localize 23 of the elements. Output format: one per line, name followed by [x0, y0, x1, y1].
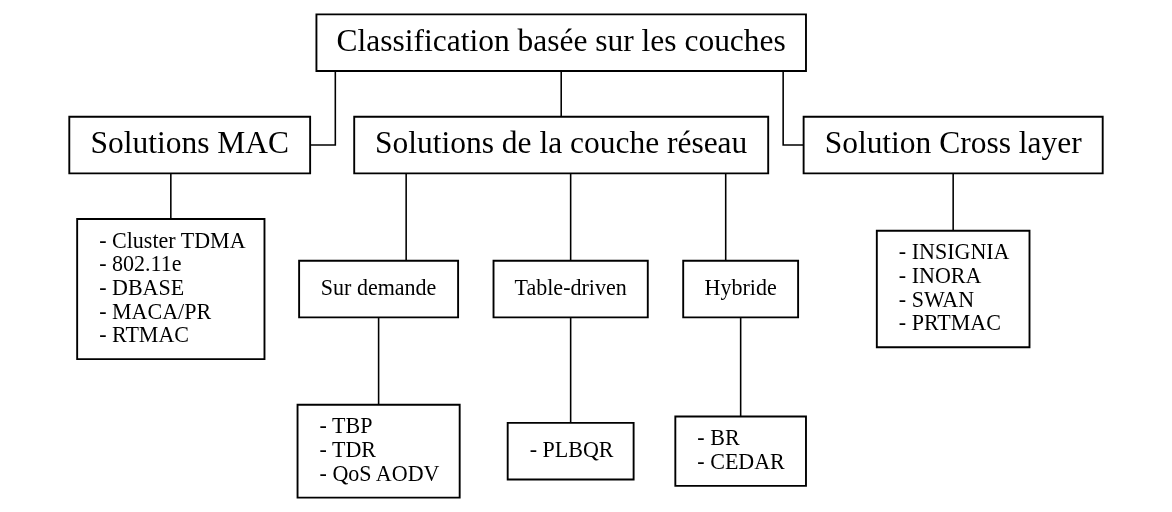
node-box: Solutions MAC: [68, 115, 312, 175]
node-box: Sur demande: [298, 259, 460, 319]
connector: [309, 70, 337, 146]
node-box: Table-driven: [492, 259, 649, 319]
connector: [569, 172, 572, 262]
connector: [170, 172, 172, 220]
node-box: - INSIGNIA - INORA - SWAN - PRTMAC: [875, 229, 1031, 349]
node-box: - TBP - TDR - QoS AODV: [296, 403, 461, 499]
connector: [952, 172, 954, 232]
node-box: - PLBQR: [506, 421, 635, 481]
connector: [377, 317, 380, 406]
node-box: Solution Cross layer: [802, 115, 1104, 175]
connector: [724, 172, 727, 262]
connector: [739, 317, 742, 418]
connector: [560, 70, 562, 118]
connector: [569, 317, 572, 424]
node-box: - Cluster TDMA - 802.11e - DBASE - MACA/PR - RTMAC: [76, 218, 266, 361]
node-box: - BR - CEDAR: [674, 415, 807, 487]
node-box: Solutions de la couche réseau: [353, 115, 770, 175]
connector: [405, 172, 407, 262]
node-box: Hybride: [682, 259, 800, 319]
node-box: Classification basée sur les couches: [315, 13, 807, 72]
connector: [782, 70, 805, 146]
